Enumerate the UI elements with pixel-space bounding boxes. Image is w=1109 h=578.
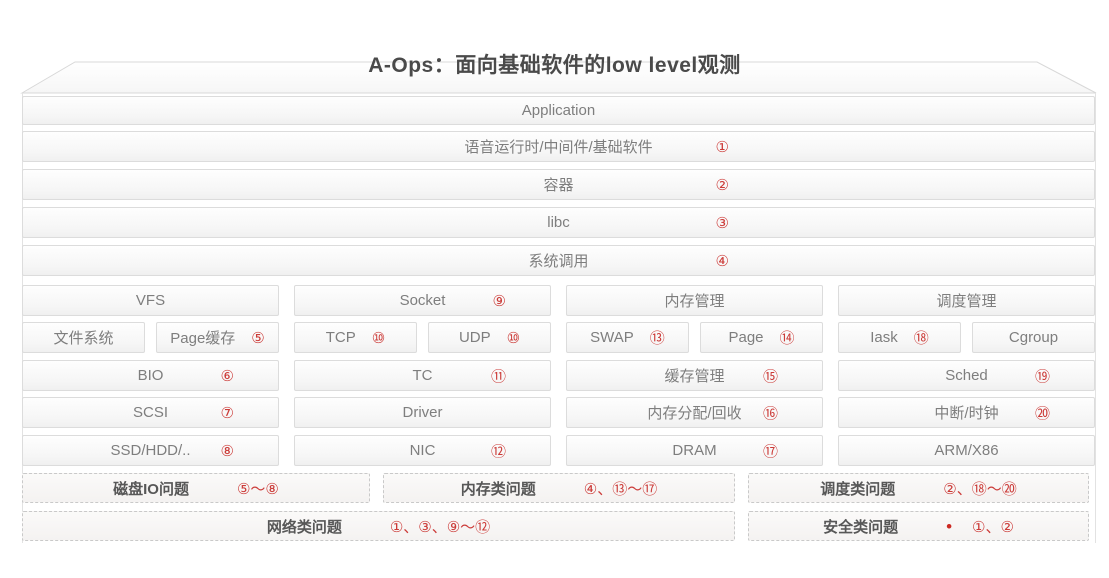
circled-number: ① <box>715 138 729 156</box>
layer-label: 容器 <box>543 177 574 194</box>
layer-libc: libc ③ <box>22 207 1095 238</box>
problem-label: 安全类问题 <box>823 518 899 536</box>
problem-numbers: ②、⑱～⑳ <box>943 480 1017 498</box>
circled-number: ⑲ <box>1034 368 1050 385</box>
cell-dram: DRAM ⑰ <box>566 435 823 466</box>
cell-vfs: VFS <box>22 285 279 316</box>
cell-driver: Driver <box>294 397 551 428</box>
problem-label: 内存类问题 <box>460 480 536 498</box>
cell-label: Sched <box>945 367 988 384</box>
cell-memory-mgmt: 内存管理 <box>566 285 823 316</box>
layer-runtime-middleware: 语音运行时/中间件/基础软件 ① <box>22 131 1095 162</box>
problem-numbers: ①、② <box>972 518 1014 536</box>
circled-number: ⑥ <box>220 367 234 385</box>
cell-label: 调度管理 <box>936 293 997 310</box>
cell-socket: Socket ⑨ <box>294 285 551 316</box>
cell-label: BIO <box>137 367 164 384</box>
problem-label: 磁盘IO问题 <box>113 480 189 498</box>
cell-label: Page缓存 <box>170 330 236 347</box>
cell-udp: UDP ⑩ <box>428 322 551 353</box>
circled-number: ⑧ <box>220 442 234 460</box>
problem-memory: 内存类问题 ④、⑬～⑰ <box>383 473 735 503</box>
layer-label: libc <box>547 214 570 231</box>
cell-bio: BIO ⑥ <box>22 360 279 391</box>
problem-sched: 调度类问题 ②、⑱～⑳ <box>748 473 1089 503</box>
page-title: A-Ops：面向基础软件的low level观测 <box>368 54 741 77</box>
cell-label: Socket <box>399 292 446 309</box>
circled-number: ③ <box>715 214 729 232</box>
cell-label: UDP <box>458 329 491 346</box>
cell-task: Iask ⑱ <box>838 322 961 353</box>
cell-scsi: SCSI ⑦ <box>22 397 279 428</box>
circled-number: ② <box>715 176 729 194</box>
cell-cgroup: Cgroup <box>972 322 1095 353</box>
cell-label: SCSI <box>132 404 168 421</box>
box-top-face <box>20 61 1097 94</box>
problem-label: 调度类问题 <box>820 480 896 498</box>
layer-label: 系统调用 <box>528 253 589 270</box>
cell-label: SSD/HDD/.. <box>110 442 191 459</box>
layer-container: 容器 ② <box>22 169 1095 200</box>
circled-number: ⑭ <box>779 330 795 347</box>
cell-arm-x86: ARM/X86 <box>838 435 1095 466</box>
problem-network: 网络类问题 ①、③、⑨～⑫ <box>22 511 735 541</box>
cell-label: DRAM <box>672 442 717 459</box>
circled-number: ⑦ <box>220 404 234 422</box>
cell-nic: NIC ⑫ <box>294 435 551 466</box>
cell-label: ARM/X86 <box>934 442 999 459</box>
cell-label: 缓存管理 <box>664 368 725 385</box>
circled-number: ⑫ <box>490 443 506 460</box>
cell-ssd-hdd: SSD/HDD/.. ⑧ <box>22 435 279 466</box>
cell-label: 文件系统 <box>53 330 114 347</box>
circled-number: ⑤ <box>251 329 265 347</box>
cell-page-cache: Page缓存 ⑤ <box>156 322 279 353</box>
cell-swap: SWAP ⑬ <box>566 322 689 353</box>
circled-number: ⑮ <box>762 368 778 385</box>
layer-syscall: 系统调用 ④ <box>22 245 1095 276</box>
cell-label: 内存管理 <box>664 293 725 310</box>
cell-label: NIC <box>409 442 436 459</box>
cell-label: Page <box>728 329 764 346</box>
layer-application: Application <box>22 96 1095 125</box>
layer-label: 语音运行时/中间件/基础软件 <box>464 139 653 156</box>
cell-cache-mgmt: 缓存管理 ⑮ <box>566 360 823 391</box>
problem-security: 安全类问题 • ①、② <box>748 511 1089 541</box>
cell-label: 内存分配/回收 <box>647 405 742 422</box>
cell-label: 中断/时钟 <box>934 405 999 422</box>
cell-label: VFS <box>135 292 166 309</box>
cell-sched-mgmt: 调度管理 <box>838 285 1095 316</box>
cell-label: TC <box>412 367 433 384</box>
circled-number: ⑨ <box>492 292 506 310</box>
circled-number: ⑯ <box>762 405 778 422</box>
cell-label: TCP <box>325 329 356 346</box>
layer-label: Application <box>521 102 596 119</box>
cell-tc: TC ⑪ <box>294 360 551 391</box>
problem-numbers: ⑤～⑧ <box>236 480 279 498</box>
circled-number: ⑳ <box>1034 405 1050 422</box>
problem-numbers: ①、③、⑨～⑫ <box>389 518 491 536</box>
cell-label: Driver <box>402 404 443 421</box>
problem-label: 网络类问题 <box>266 518 342 536</box>
cell-mem-alloc-reclaim: 内存分配/回收 ⑯ <box>566 397 823 428</box>
circled-number: ⑪ <box>490 368 506 385</box>
circled-number: ⑩ <box>371 329 386 347</box>
circled-number: ⑩ <box>506 329 521 347</box>
cell-file-system: 文件系统 <box>22 322 145 353</box>
cell-label: Cgroup <box>1008 329 1059 346</box>
problem-numbers: ④、⑬～⑰ <box>583 480 658 498</box>
cell-label: SWAP <box>590 329 634 346</box>
circled-number: ⑰ <box>762 443 778 460</box>
cell-sched: Sched ⑲ <box>838 360 1095 391</box>
circled-number: ⑱ <box>913 330 929 347</box>
cell-label: Iask <box>870 329 898 346</box>
cell-page: Page ⑭ <box>700 322 823 353</box>
circled-number: ④ <box>715 252 729 270</box>
problem-disk-io: 磁盘IO问题 ⑤～⑧ <box>22 473 370 503</box>
cell-tcp: TCP ⑩ <box>294 322 417 353</box>
cell-interrupt-clock: 中断/时钟 ⑳ <box>838 397 1095 428</box>
circled-number: ⑬ <box>649 330 665 347</box>
bullet-icon: • <box>946 516 953 536</box>
